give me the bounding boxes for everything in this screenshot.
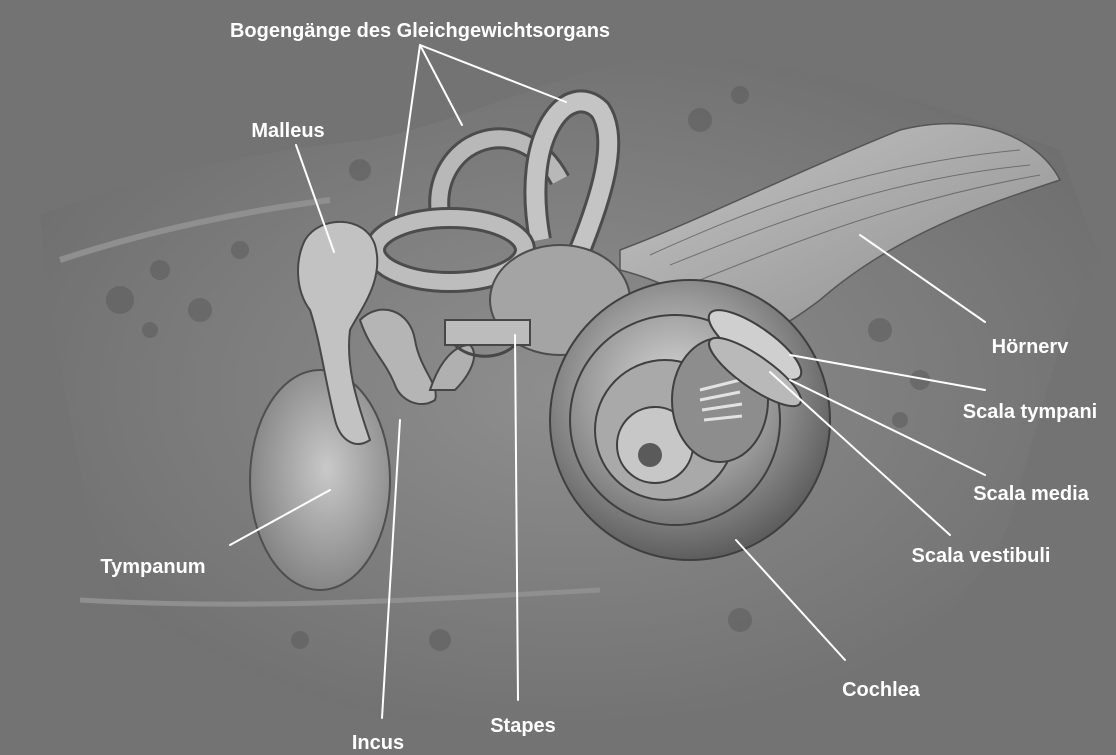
label-scala-media: Scala media: [973, 483, 1090, 505]
label-scala-tympani: Scala tympani: [963, 401, 1098, 423]
label-hoernerv: Hörnerv: [992, 336, 1070, 358]
cochlea-spiral: [550, 280, 830, 560]
label-scala-vestibuli: Scala vestibuli: [912, 545, 1051, 567]
label-cochlea: Cochlea: [842, 679, 921, 701]
label-stapes: Stapes: [490, 715, 556, 737]
tympanum-membrane: [250, 370, 390, 590]
label-tympanum: Tympanum: [100, 556, 205, 578]
label-malleus: Malleus: [251, 120, 324, 142]
label-incus: Incus: [352, 732, 404, 754]
label-bogengaenge: Bogengänge des Gleichgewichtsorgans: [230, 20, 610, 42]
